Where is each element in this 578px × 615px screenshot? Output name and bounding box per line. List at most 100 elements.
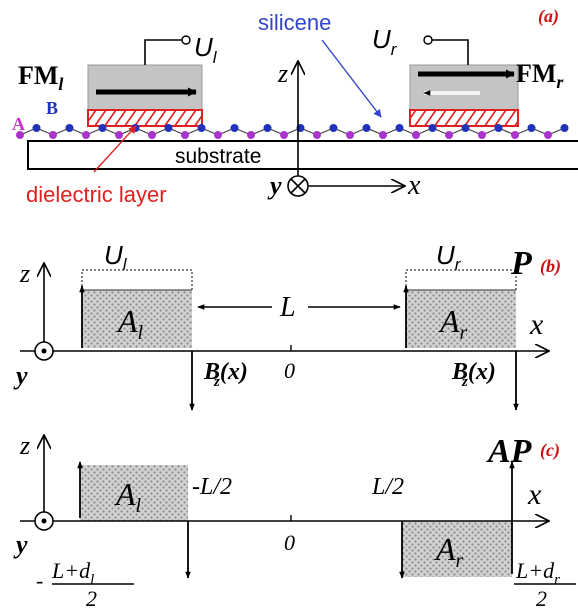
atom-a — [313, 131, 321, 139]
substrate-label: substrate — [175, 145, 261, 168]
atom-a — [115, 131, 123, 139]
minus-half-l-label: -L/2 — [192, 474, 232, 500]
origin-b-label: 0 — [284, 358, 295, 383]
atom-b — [197, 124, 206, 132]
atom-b — [395, 124, 404, 132]
atom-a — [412, 131, 420, 139]
left-edge-fraction: - L+dl 2 — [36, 558, 134, 611]
dielectric-label: dielectric layer — [26, 182, 167, 207]
atom-b — [98, 124, 107, 132]
half-l-label: L/2 — [371, 474, 404, 500]
atom-a — [511, 131, 519, 139]
atom-a — [49, 131, 57, 139]
a-right-c-label: Ar — [434, 531, 464, 572]
panel-a: substrate A B silicene dielectric layer … — [12, 6, 578, 207]
u-left-b-label: Ul — [104, 240, 128, 274]
right-edge-fraction: L+dr 2 — [514, 558, 576, 611]
silicene-pointer-arrow — [321, 39, 382, 118]
atom-b — [65, 124, 74, 132]
length-label-b: L — [279, 292, 296, 323]
left-edge-sign: - — [36, 568, 43, 593]
panel-b-config-label: P — [510, 245, 532, 282]
fm-left-block — [87, 64, 203, 111]
fm-right-label: FMr — [516, 59, 564, 92]
atom-a — [214, 131, 222, 139]
u-right-label: Ur — [372, 24, 398, 59]
panel-b-label: (b) — [540, 256, 561, 277]
axis-z-b-label: z — [19, 259, 30, 288]
atom-b — [263, 124, 272, 132]
atom-b — [362, 124, 371, 132]
atom-a — [346, 131, 354, 139]
atom-a — [379, 131, 387, 139]
axis-y-a-label: y — [267, 171, 282, 200]
fm-left-label: FMl — [18, 61, 63, 94]
right-edge-numerator: L+dr — [515, 558, 560, 588]
barrier-left-c — [80, 465, 188, 521]
right-edge-denominator: 2 — [536, 586, 547, 611]
barrier-left-b — [82, 290, 192, 348]
atom-b — [32, 124, 41, 132]
left-edge-denominator: 2 — [86, 586, 97, 611]
a-left-c-label: Al — [114, 476, 142, 517]
atom-b — [329, 124, 338, 132]
atom-a — [148, 131, 156, 139]
atom-b — [164, 124, 173, 132]
u-right-b-label: Ur — [436, 240, 462, 274]
sublattice-b-label: B — [46, 98, 58, 118]
gate-terminal-left — [181, 35, 191, 45]
atom-a — [445, 131, 453, 139]
silicene-label: silicene — [258, 10, 331, 35]
dielectric-layer-left — [87, 109, 203, 127]
dielectric-pointer-arrow — [93, 125, 137, 173]
atom-b — [461, 124, 470, 132]
axis-y-c-out-of-page-icon — [34, 511, 54, 531]
axis-y-c-label: y — [13, 530, 28, 559]
axis-x-a-label: x — [407, 170, 421, 201]
panel-a-label: (a) — [538, 6, 559, 27]
substrate-slab — [27, 140, 578, 170]
panel-c: AP (c) Al Ar x z y -L/2 L/2 0 - L+dl — [13, 431, 576, 611]
bz-left-b-label: Bz(x) — [203, 359, 248, 390]
atom-a — [82, 131, 90, 139]
atom-b — [131, 124, 140, 132]
atom-b — [428, 124, 437, 132]
axis-z-c-label: z — [19, 431, 30, 460]
axis-y-b-label: y — [13, 361, 28, 390]
barrier-right-b — [406, 290, 516, 348]
u-left-label: Ul — [194, 32, 218, 67]
atom-b — [494, 124, 503, 132]
gate-potential-right-b — [405, 269, 517, 291]
sublattice-a-label: A — [12, 114, 25, 134]
atom-a — [16, 131, 24, 139]
atom-b — [560, 124, 569, 132]
gate-terminal-right — [423, 35, 433, 45]
gate-lead-left — [144, 39, 182, 65]
atom-a — [280, 131, 288, 139]
axis-y-a-into-page-icon — [287, 175, 309, 197]
axis-x-b-label: x — [529, 308, 544, 341]
gate-potential-left-b — [81, 269, 193, 291]
atom-a — [247, 131, 255, 139]
panel-b: P (b) Ul Ur Al Ar L x z y 0 — [13, 240, 561, 411]
lattice-bonds — [19, 127, 565, 136]
axis-x-c-label: x — [527, 478, 542, 511]
dielectric-layer-right — [409, 109, 519, 127]
a-left-b-label: Al — [116, 303, 144, 344]
barrier-right-c — [402, 521, 512, 577]
a-right-b-label: Ar — [438, 303, 468, 344]
atom-a — [478, 131, 486, 139]
atom-a — [544, 131, 552, 139]
atom-b — [527, 124, 536, 132]
gate-lead-right — [432, 39, 469, 65]
atom-b — [230, 124, 239, 132]
left-edge-numerator: L+dl — [51, 558, 94, 588]
axis-y-b-out-of-page-icon — [34, 341, 54, 361]
panel-c-label: (c) — [540, 440, 560, 461]
atom-a — [181, 131, 189, 139]
origin-c-label: 0 — [284, 530, 295, 555]
panel-c-config-label: AP — [486, 433, 532, 470]
bz-right-b-label: Bz(x) — [451, 359, 496, 390]
axis-z-a-label: z — [277, 59, 288, 88]
